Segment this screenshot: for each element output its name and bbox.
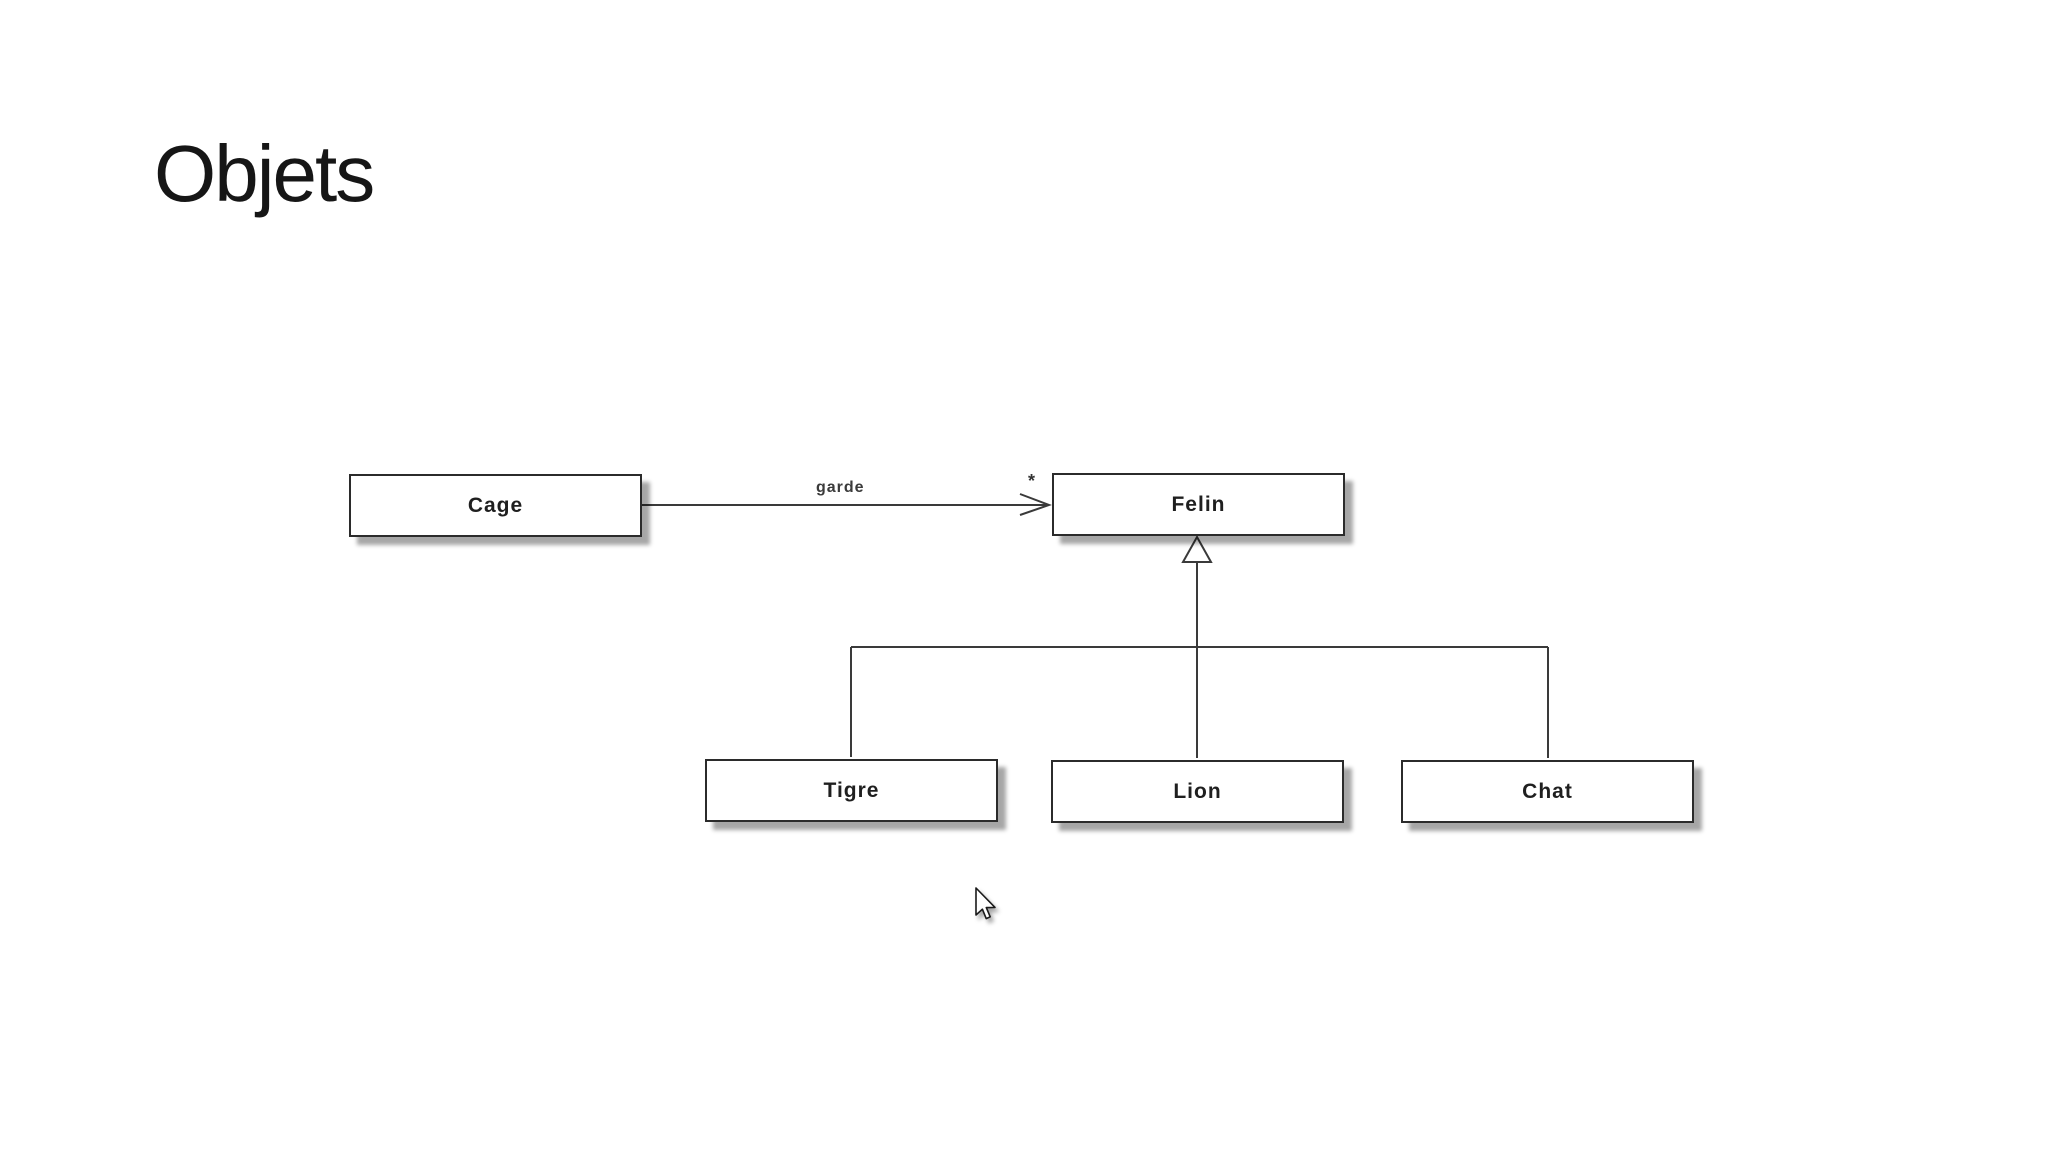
- generalization-triangle-icon: [1181, 534, 1213, 563]
- class-name-label: Felin: [1171, 492, 1226, 516]
- open-arrowhead-icon: [1019, 493, 1052, 516]
- class-box-felin: Felin: [1052, 473, 1345, 536]
- class-box-lion: Lion: [1051, 760, 1344, 823]
- class-box-cage: Cage: [349, 474, 642, 537]
- class-name-label: Chat: [1522, 779, 1573, 803]
- class-name-label: Tigre: [823, 778, 880, 802]
- class-name-label: Lion: [1173, 779, 1222, 803]
- association-multiplicity: *: [1028, 471, 1036, 491]
- mouse-cursor-icon: [975, 887, 996, 920]
- association-label: garde: [816, 479, 865, 496]
- slide-title: Objets: [154, 129, 375, 218]
- class-box-tigre: Tigre: [705, 759, 998, 822]
- class-box-chat: Chat: [1401, 760, 1694, 823]
- class-name-label: Cage: [467, 493, 524, 517]
